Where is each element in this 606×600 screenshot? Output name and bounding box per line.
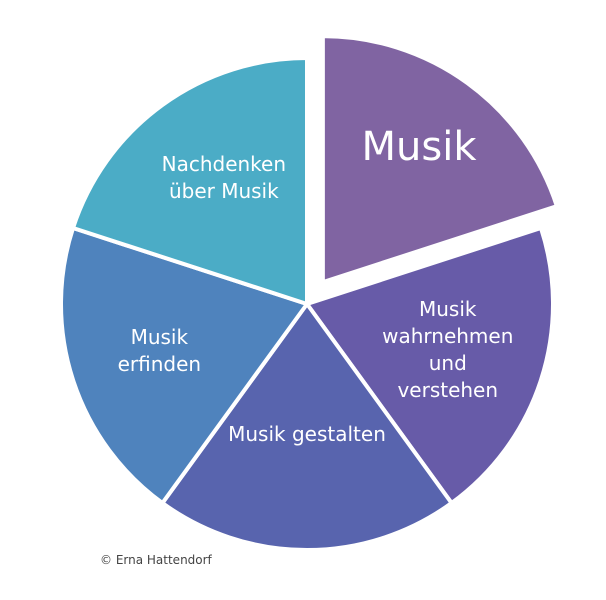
segment-label-nachdenken: Nachdenken über Musik	[162, 152, 286, 203]
segment-label-line: Musik	[131, 325, 189, 349]
segment-label-line: wahrnehmen	[382, 324, 513, 348]
segment-label-line: Musik	[362, 124, 478, 170]
segment-label-line: erfinden	[118, 352, 201, 376]
segment-label-line: verstehen	[397, 378, 498, 402]
segment-label-gestalten: Musik gestalten	[228, 422, 386, 446]
segment-label-line: und	[429, 351, 467, 375]
pie-segment-nachdenken	[71, 56, 309, 306]
copyright-notice: © Erna Hattendorf	[100, 553, 212, 567]
segment-label-musik: Musik	[362, 124, 478, 170]
segment-label-line: Musik	[419, 297, 477, 321]
pie-segment-gestalten	[160, 302, 454, 552]
pie-segment-musik	[320, 34, 559, 285]
segment-label-wahrnehmen-verstehen: Musik wahrnehmen und verstehen	[382, 297, 513, 402]
segment-label-line: Nachdenken	[162, 152, 286, 176]
segment-label-line: Musik gestalten	[228, 422, 386, 446]
pie-segment-erfinden	[59, 225, 309, 506]
segment-label-erfinden: Musik erfinden	[118, 325, 201, 376]
segment-label-line: über Musik	[169, 179, 279, 203]
pie-segment-wahrnehmen-verstehen	[305, 225, 555, 506]
